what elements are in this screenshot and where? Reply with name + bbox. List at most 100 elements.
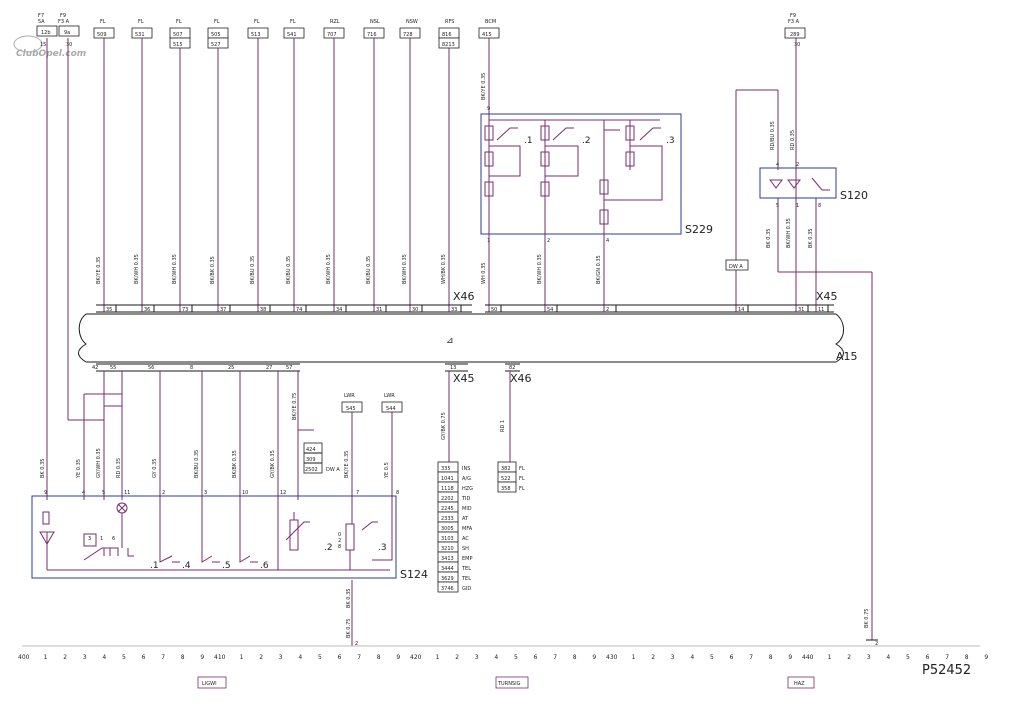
scale-tick: 2 bbox=[63, 654, 67, 661]
svg-text:.1: .1 bbox=[524, 136, 533, 146]
s120-wire-label: BK/WH 0.35 bbox=[786, 218, 792, 248]
fl-ref-name: FL bbox=[519, 476, 525, 482]
list-ref-name: HZG bbox=[462, 486, 473, 492]
s124-wire-label: BK/BK 0.35 bbox=[232, 450, 238, 478]
list-ref-name: TEL bbox=[461, 576, 471, 582]
svg-text:X45: X45 bbox=[453, 372, 475, 385]
svg-text:9: 9 bbox=[44, 490, 47, 496]
bcm-wire-label: BK/YE 0.35 bbox=[481, 73, 487, 100]
x46-pin: 31 bbox=[376, 307, 382, 313]
x46-pin: 37 bbox=[220, 307, 226, 313]
list-ref-name: TID bbox=[461, 496, 471, 502]
x45-top-label: X45 bbox=[816, 290, 838, 303]
svg-text:3: 3 bbox=[88, 536, 91, 542]
wire-label: BK/WH 0.35 bbox=[326, 254, 332, 284]
dw-reference-block: 424 309 2502 DW A bbox=[303, 442, 340, 474]
x45-pin: 11 bbox=[818, 307, 824, 313]
scale-section-label: 440 bbox=[802, 654, 814, 661]
a15-bottom-pin: 8 bbox=[190, 365, 193, 371]
list-ref-num: 3103 bbox=[441, 536, 454, 542]
svg-text:.6: .6 bbox=[260, 561, 269, 571]
scale-section-label: 420 bbox=[410, 654, 422, 661]
list-ref-name: A/G bbox=[462, 476, 471, 482]
svg-text:5: 5 bbox=[102, 490, 105, 496]
svg-text:1: 1 bbox=[796, 203, 799, 209]
svg-text:1: 1 bbox=[487, 238, 490, 244]
connector-x45-top: X45 bbox=[485, 290, 838, 313]
scale-tick: 5 bbox=[318, 654, 322, 661]
list-ref-num: 3746 bbox=[441, 586, 454, 592]
scale-tick: 7 bbox=[749, 654, 753, 661]
top-ref-label: FL bbox=[138, 19, 144, 25]
list-ref-num: 2333 bbox=[441, 516, 454, 522]
x46-pin: 38 bbox=[260, 307, 266, 313]
svg-text:6: 6 bbox=[112, 536, 115, 542]
svg-text:0: 0 bbox=[338, 532, 341, 538]
fuse-f9-right: F9 F3 A 289 30 bbox=[784, 13, 806, 48]
a15-bottom-connector: X45 X46 13 82 bbox=[96, 363, 532, 385]
top-ref-num: 513 bbox=[251, 32, 261, 38]
wire-label: BK/YE 0.35 bbox=[96, 257, 102, 284]
scale-tick: 8 bbox=[181, 654, 185, 661]
scale-tick: 2 bbox=[259, 654, 263, 661]
svg-text:.2: .2 bbox=[582, 136, 591, 146]
wire-label: BK/BU 0.35 bbox=[366, 256, 372, 284]
scale-tick: 8 bbox=[965, 654, 969, 661]
scale-tick: 6 bbox=[534, 654, 538, 661]
svg-text:545: 545 bbox=[346, 406, 356, 412]
func-box-turnsig: TURNSIG bbox=[497, 681, 521, 687]
scale-tick: 6 bbox=[730, 654, 734, 661]
svg-text:82: 82 bbox=[509, 365, 515, 371]
scale-tick: 4 bbox=[298, 654, 302, 661]
s120-wire-label: BK 0.35 bbox=[766, 229, 772, 248]
top-ref-label: NSL bbox=[370, 19, 380, 25]
svg-text:1: 1 bbox=[100, 536, 103, 542]
svg-text:X46: X46 bbox=[510, 372, 532, 385]
scale-tick: 1 bbox=[632, 654, 636, 661]
list-ref-name: EMP bbox=[462, 556, 473, 562]
a15-bottom-pin: 55 bbox=[110, 365, 116, 371]
svg-text:2: 2 bbox=[796, 162, 799, 168]
s124-wire-label: BK 0.35 bbox=[40, 459, 46, 478]
scale-tick: 7 bbox=[357, 654, 361, 661]
top-ref-num: 507 bbox=[173, 32, 183, 38]
s124-label: S124 bbox=[400, 568, 428, 581]
svg-text:.3: .3 bbox=[378, 543, 387, 553]
fuse-f9-name: F9 bbox=[60, 13, 66, 19]
wire-label: WH/BK 0.35 bbox=[441, 254, 447, 284]
x45-pin: 14 bbox=[738, 307, 744, 313]
svg-text:30: 30 bbox=[794, 42, 800, 48]
s124-wire-label: YE 0.35 bbox=[76, 459, 82, 479]
scale-tick: 5 bbox=[122, 654, 126, 661]
fl-ref-num: 522 bbox=[501, 476, 511, 482]
scale-tick: 3 bbox=[279, 654, 283, 661]
a15-bottom-pin: 42 bbox=[92, 365, 98, 371]
svg-text:2: 2 bbox=[355, 641, 358, 647]
svg-text:F3 A: F3 A bbox=[788, 19, 800, 25]
function-boxes: LIGWI TURNSIG HAZ bbox=[197, 676, 815, 689]
scale-tick: 3 bbox=[671, 654, 675, 661]
fl-ref-num: 382 bbox=[501, 466, 511, 472]
x46-pin: 73 bbox=[182, 307, 188, 313]
ground-wires: BK 0.35 BK 0.75 BK 0.75 2 2 bbox=[346, 589, 878, 647]
scale-tick: 8 bbox=[769, 654, 773, 661]
svg-text:.3: .3 bbox=[666, 136, 675, 146]
s124-wire-label: GY/WH 0.35 bbox=[96, 448, 102, 478]
svg-text:424: 424 bbox=[306, 447, 316, 453]
list-ref-num: 2245 bbox=[441, 506, 454, 512]
svg-text:4: 4 bbox=[776, 162, 779, 168]
wire-label: BK/BU 0.35 bbox=[250, 256, 256, 284]
list-ref-num: 3413 bbox=[441, 556, 454, 562]
top-ref-num: 816 bbox=[442, 32, 452, 38]
fuse-block-left: F7 5A F9 F3 A 12b 9a 15 30 bbox=[36, 13, 80, 48]
s124-module: S124 9 4 5 11 2 3 10 12 7 8 .1 .4 bbox=[31, 490, 428, 581]
list-ref-num: 335 bbox=[441, 466, 451, 472]
top-ref-label: FL bbox=[290, 19, 296, 25]
s124-wire-label: RD 0.35 bbox=[116, 458, 122, 478]
top-ref-label: NSW bbox=[406, 19, 418, 25]
top-reference-row: FL509FL531FL507515FL505527FL513FL541RZL7… bbox=[93, 19, 500, 49]
scale-tick: 5 bbox=[710, 654, 714, 661]
